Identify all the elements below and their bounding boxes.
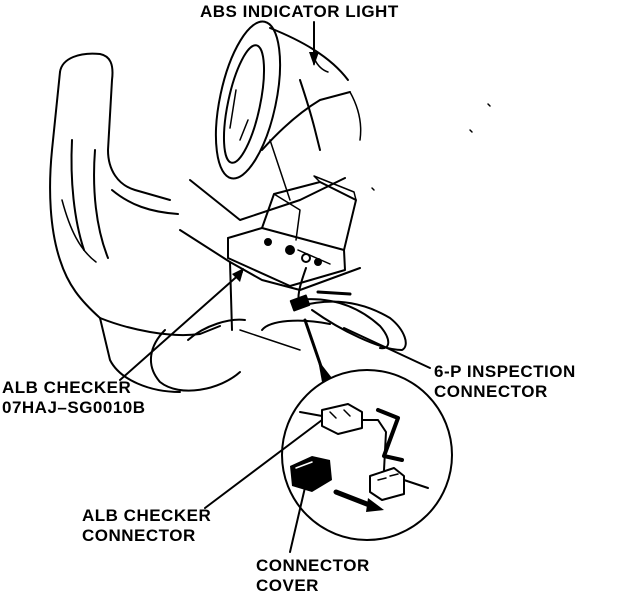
abs-indicator-light-label: ABS INDICATOR LIGHT [200,2,399,22]
texture-marks [371,103,491,191]
inspection-connector-label: 6-P INSPECTION CONNECTOR [434,362,576,402]
leader-inspection-connector [343,327,431,369]
connector-cover-text-line2: COVER [256,576,319,595]
leader-connector-cover [289,465,311,553]
connector-cover-drawing [290,456,332,492]
alb-checker-text-line1: ALB CHECKER [2,378,132,397]
abs-indicator-light-text: ABS INDICATOR LIGHT [200,2,399,21]
leader-lines [119,21,431,553]
alb-checker-label: ALB CHECKER 07HAJ–SG0010B [2,378,146,418]
inspection-connector-text-line1: 6-P INSPECTION [434,362,576,381]
connector-cover-label: CONNECTOR COVER [256,556,370,596]
seat-outline [49,52,246,393]
connector-cover-text-line1: CONNECTOR [256,556,370,575]
alb-checker-part-number: 07HAJ–SG0010B [2,398,146,417]
insert-arrow-head [366,498,384,512]
connector-detail-circle [281,369,453,541]
alb-checker-box [227,175,357,287]
checker-cable [289,267,407,351]
alb-checker-connector-text-line2: CONNECTOR [82,526,196,545]
alb-checker-connector-text-line1: ALB CHECKER [82,506,212,525]
leader-alb-checker [119,271,243,381]
detail-arrow-head [318,360,332,382]
steering-wheel [214,20,282,180]
dashboard [261,27,362,201]
insert-arrow [333,489,375,509]
center-console [179,177,361,351]
inspection-connector-text-line2: CONNECTOR [434,382,548,401]
inspection-connector-drawing [369,467,429,501]
leader-alb-checker-connector [204,419,323,509]
alb-checker-connector-label: ALB CHECKER CONNECTOR [82,506,211,546]
reroute-arrow [376,408,404,462]
